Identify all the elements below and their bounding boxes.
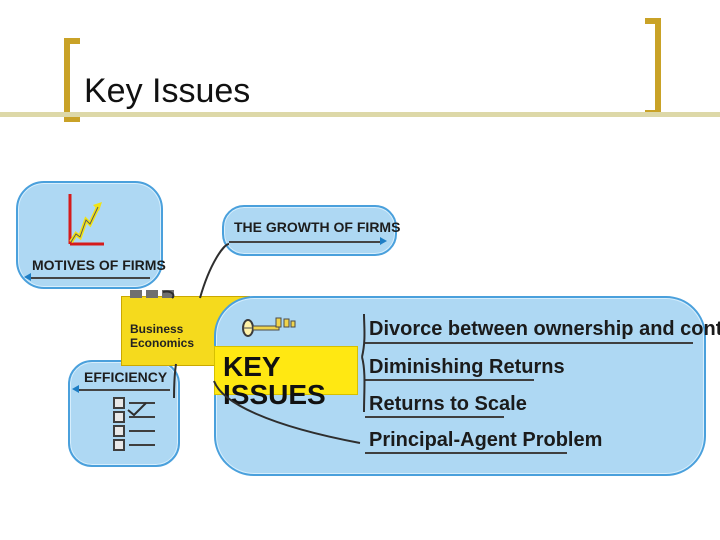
issue-item: Divorce between ownership and control	[369, 318, 720, 340]
central-node-tab	[146, 290, 158, 298]
issue-item: Returns to Scale	[369, 393, 527, 415]
title-underline	[0, 112, 720, 117]
checklist-icon	[113, 395, 163, 453]
checklist-row	[113, 397, 159, 409]
efficiency-label: EFFICIENCY	[84, 369, 168, 385]
motives-underline	[29, 277, 150, 279]
motives-arrow-icon	[24, 273, 31, 281]
issue-underline	[365, 416, 504, 418]
growth-underline	[229, 241, 382, 243]
growth-label: THE GROWTH OF FIRMS	[234, 219, 401, 235]
motives-cloud	[16, 181, 163, 289]
efficiency-arrow-icon	[72, 385, 79, 393]
slide-title: Key Issues	[84, 72, 251, 110]
key-icon	[242, 317, 296, 337]
key-issues-box: KEY ISSUES	[214, 346, 358, 409]
checklist-row	[113, 425, 159, 437]
growth-cloud	[222, 205, 397, 256]
central-node-label: Business Economics	[130, 322, 195, 350]
checklist-row	[113, 411, 159, 423]
growth-arrow-icon	[380, 237, 387, 245]
connector-lines	[162, 243, 366, 444]
central-node-tab	[130, 290, 142, 298]
motives-label: MOTIVES OF FIRMS	[32, 257, 166, 273]
issue-underline	[365, 342, 693, 344]
issue-underline	[365, 452, 567, 454]
checklist-row	[113, 439, 159, 451]
issue-underline	[365, 379, 534, 381]
checkmark-icon	[127, 402, 147, 417]
title-right-bracket	[645, 18, 661, 116]
efficiency-underline	[77, 389, 170, 391]
chart-icon	[68, 194, 104, 246]
issue-item: Principal-Agent Problem	[369, 429, 603, 451]
title-left-bracket	[64, 38, 80, 122]
issue-item: Diminishing Returns	[369, 356, 565, 378]
central-node-tab	[162, 290, 174, 298]
key-issues-label: KEY ISSUES	[223, 351, 326, 410]
